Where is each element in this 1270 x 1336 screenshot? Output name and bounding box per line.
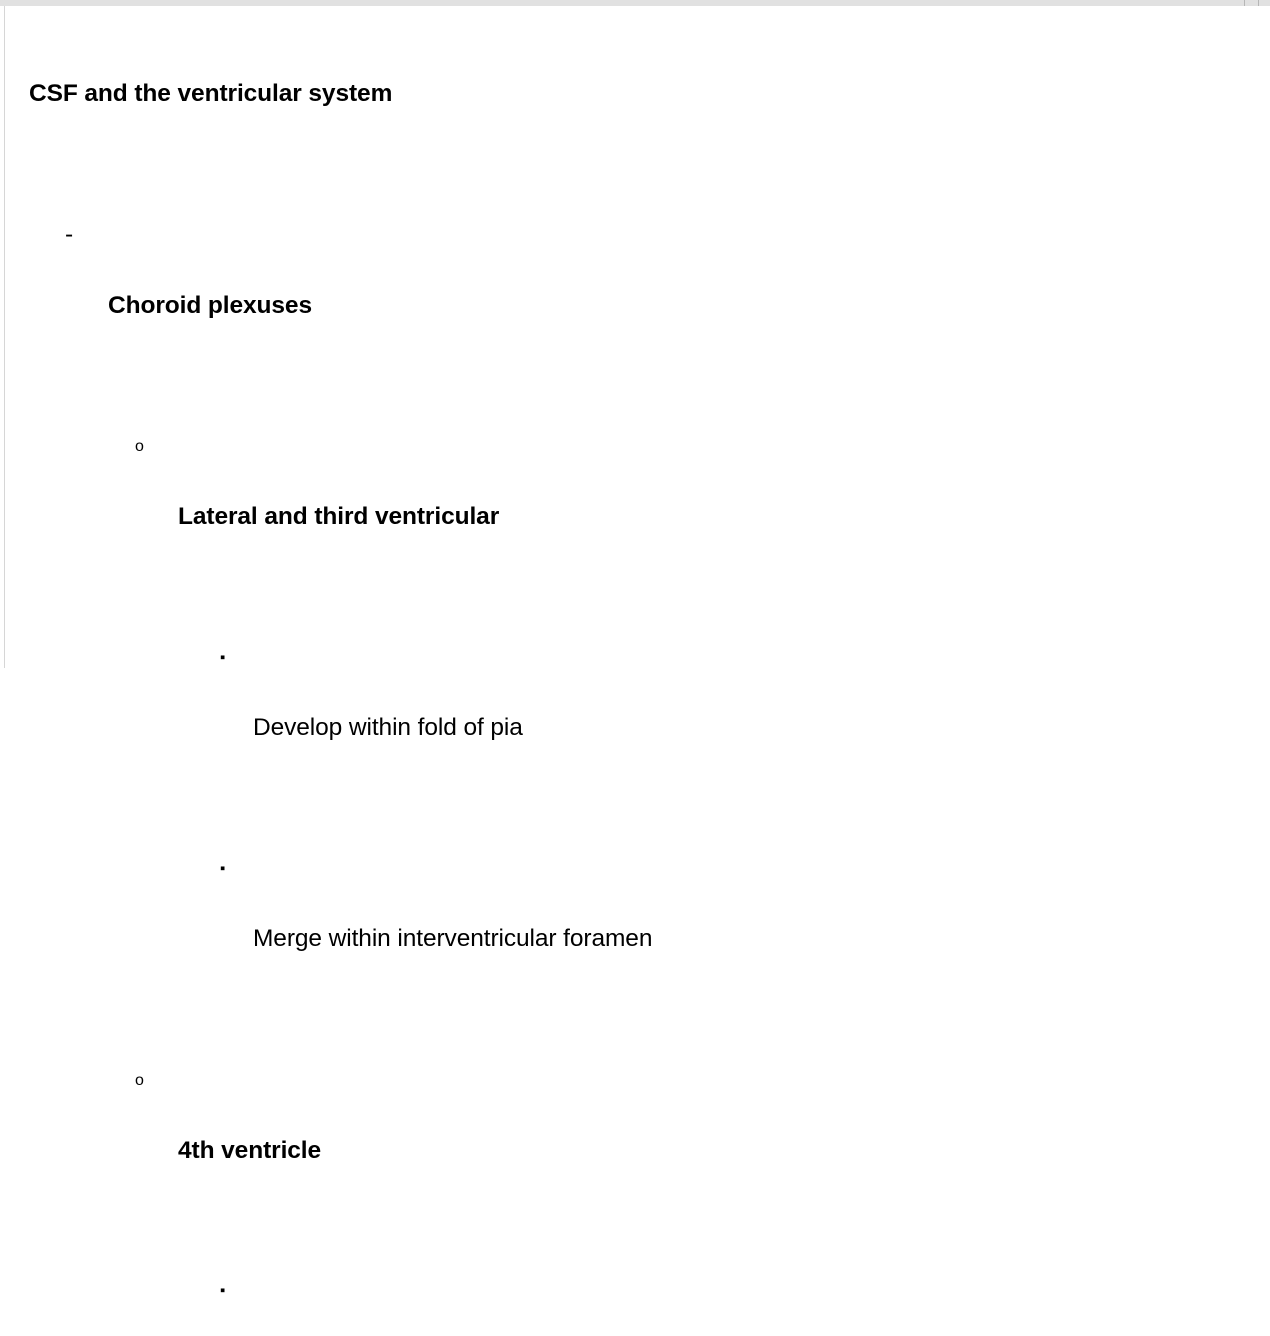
outline-item-label: Choroid plexuses [108,291,312,319]
ruler-tick-mark [1244,0,1245,6]
outline-item-label: Merge within interventricular foramen [253,925,653,953]
outline-item-label: Develop within fold of pia [253,714,523,742]
page-title: CSF and the ventricular system [29,80,393,108]
outline-item-l3: ▪ Merge within interventricular foramen [29,816,1270,1027]
square-bullet-icon: ▪ [220,1282,226,1300]
circle-bullet-icon: o [135,438,144,456]
outline-item-label: Lateral and third ventricular [178,502,500,530]
outline-item-l3: ▪ Develop within fold of pia [29,604,1270,815]
document-page: CSF and the ventricular system - Choroid… [5,6,1270,1299]
outline-item-l2: o Lateral and third ventricular [29,393,1270,604]
ruler-tick-mark [1258,0,1259,6]
outline-item-l2: o 4th ventricle [29,1027,1270,1238]
page-left-margin-rule [4,6,5,668]
circle-bullet-icon: o [135,1072,144,1090]
outline-heading: CSF and the ventricular system [29,6,1270,182]
outline-item-l1: - Choroid plexuses [29,182,1270,393]
outline-item-l3: ▪ Develops within pia, projecting into l… [29,1238,1270,1336]
square-bullet-icon: ▪ [220,859,226,877]
document-window: CSF and the ventricular system - Choroid… [0,0,1270,1299]
outline-item-label: 4th ventricle [178,1136,322,1164]
window-top-strip [0,0,1270,6]
hyphen-bullet-icon: - [65,221,74,249]
square-bullet-icon: ▪ [220,648,226,666]
